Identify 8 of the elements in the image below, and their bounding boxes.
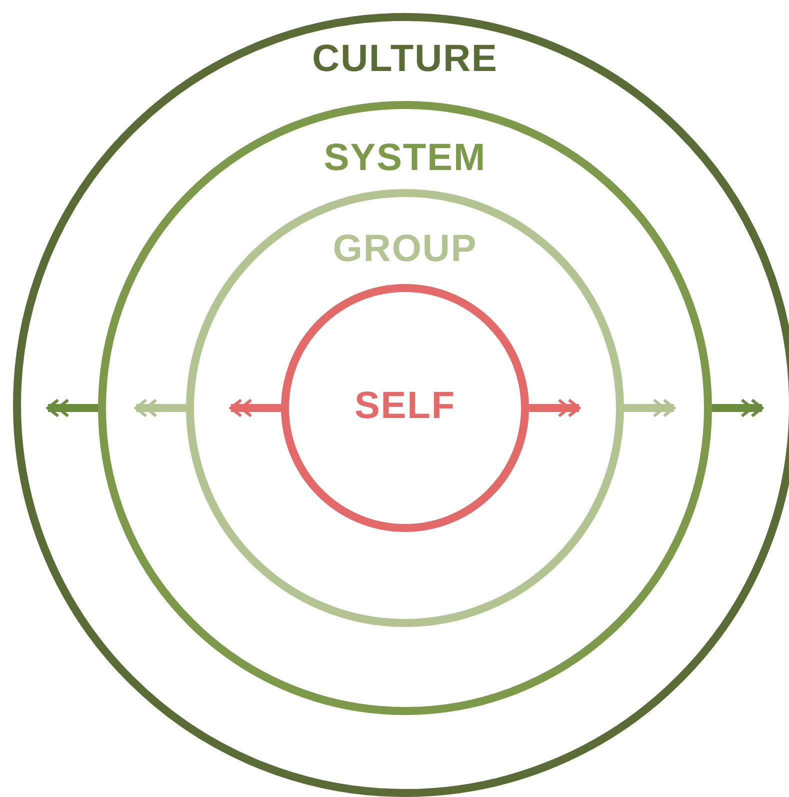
ring-circle bbox=[186, 189, 624, 627]
ring-circle bbox=[281, 284, 529, 532]
ring-circle bbox=[98, 101, 712, 715]
ring-label: SELF bbox=[354, 385, 456, 428]
ring-circle bbox=[13, 13, 789, 797]
ring-label: GROUP bbox=[332, 228, 478, 271]
ring-label: SYSTEM bbox=[324, 137, 486, 180]
ring-label: CULTURE bbox=[312, 38, 498, 81]
